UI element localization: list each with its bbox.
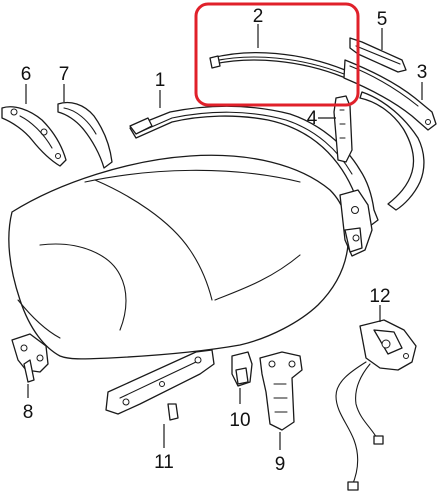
callout-9: 9 bbox=[275, 454, 286, 475]
callout-10: 10 bbox=[229, 410, 250, 431]
part-8-latch bbox=[11, 333, 49, 383]
callout-4: 4 bbox=[307, 108, 318, 129]
callout-12: 12 bbox=[369, 286, 390, 307]
callout-7: 7 bbox=[59, 64, 70, 85]
part-6-hinge-bracket bbox=[1, 106, 67, 167]
callout-2: 2 bbox=[253, 6, 264, 27]
callout-5: 5 bbox=[377, 9, 388, 30]
callout-3: 3 bbox=[417, 62, 428, 83]
part-10-clip bbox=[231, 351, 253, 387]
part-2-weatherstrip bbox=[209, 52, 363, 85]
part-12-actuator bbox=[335, 319, 417, 491]
callout-11: 11 bbox=[154, 452, 174, 473]
callout-1: 1 bbox=[155, 70, 166, 91]
part-11-plate bbox=[105, 349, 215, 421]
leader-lines bbox=[25, 24, 423, 450]
part-9-bracket bbox=[259, 351, 303, 431]
callout-8: 8 bbox=[23, 402, 34, 423]
part-3-rear-rail bbox=[343, 59, 437, 211]
callout-labels: 1 2 3 4 5 6 7 8 9 10 11 12 bbox=[21, 6, 428, 475]
highlight-box bbox=[194, 2, 360, 107]
callout-6: 6 bbox=[21, 64, 32, 85]
part-1-roof-frame bbox=[129, 105, 379, 257]
part-4-bracket bbox=[333, 95, 353, 163]
part-5-seal-strip bbox=[349, 37, 407, 73]
roof-fabric bbox=[8, 154, 350, 360]
part-7-trim-cover bbox=[57, 101, 113, 169]
